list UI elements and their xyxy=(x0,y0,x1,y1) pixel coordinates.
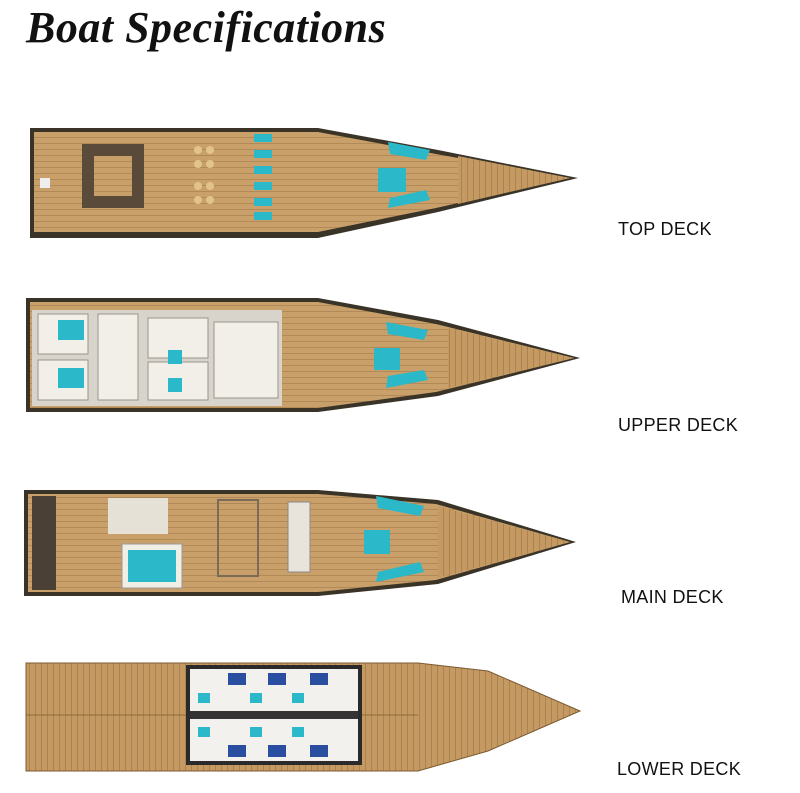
lower-deck-label: LOWER DECK xyxy=(617,759,742,779)
main-deck-plan xyxy=(18,480,583,610)
top-deck-label: TOP DECK xyxy=(618,219,712,239)
page-title: Boat Specifications xyxy=(26,3,387,52)
upper-deck-plan xyxy=(18,288,583,418)
upper-deck-label: UPPER DECK xyxy=(618,415,739,435)
lower-deck-plan xyxy=(18,655,583,785)
top-deck-plan xyxy=(18,120,583,250)
main-deck-label: MAIN DECK xyxy=(621,587,724,607)
